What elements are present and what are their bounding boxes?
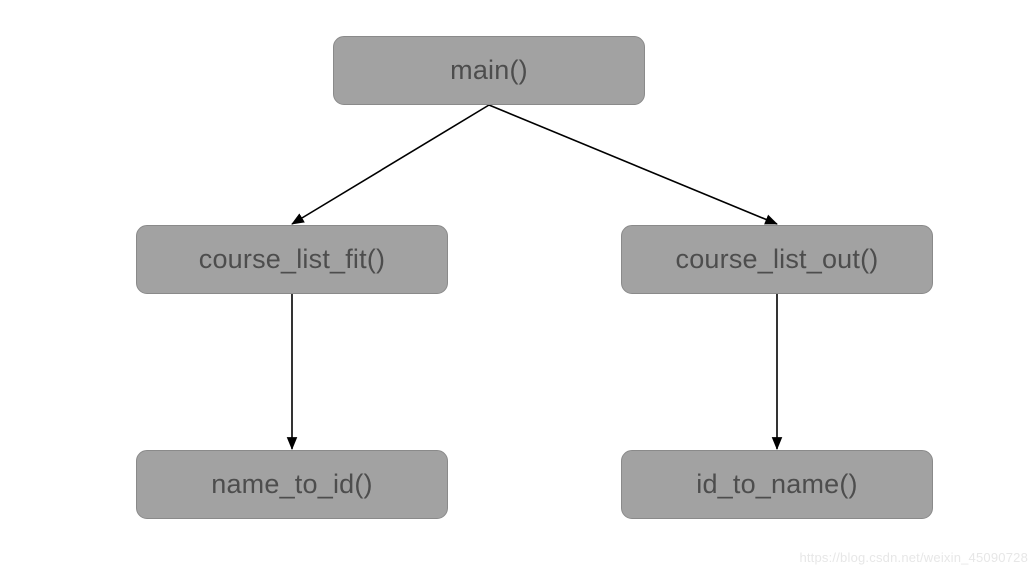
node-main[interactable]: main() — [333, 36, 645, 105]
node-course-list-out[interactable]: course_list_out() — [621, 225, 933, 294]
node-label-name-to-id: name_to_id() — [211, 469, 373, 499]
node-course-list-fit[interactable]: course_list_fit() — [136, 225, 448, 294]
watermark-text: https://blog.csdn.net/weixin_45090728 — [799, 550, 1028, 565]
node-label-id-to-name: id_to_name() — [696, 469, 858, 499]
node-label-main: main() — [450, 55, 528, 85]
node-id-to-name[interactable]: id_to_name() — [621, 450, 933, 519]
edge-main-to-course_list_fit — [291, 104, 490, 225]
node-label-course-list-out: course_list_out() — [675, 244, 879, 274]
node-label-course-list-fit: course_list_fit() — [198, 244, 386, 274]
edge-main-to-course_list_out — [488, 104, 778, 225]
node-name-to-id[interactable]: name_to_id() — [136, 450, 448, 519]
